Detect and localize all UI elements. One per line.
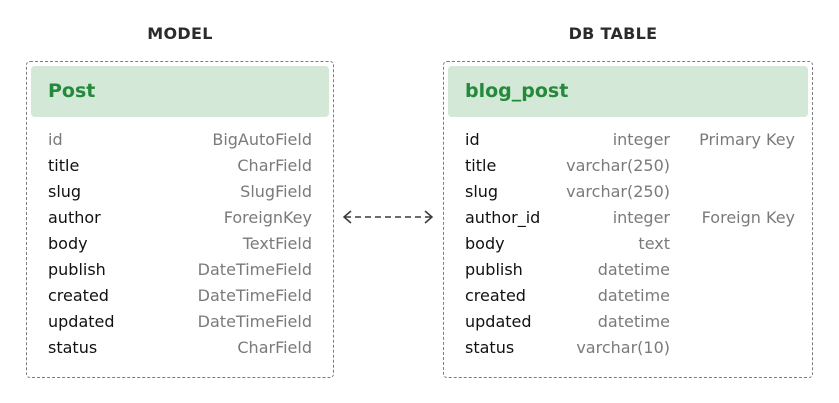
- db-column-row: slug varchar(250): [444, 182, 812, 208]
- model-field-row: status CharField: [27, 338, 333, 364]
- model-field-type: DateTimeField: [197, 312, 312, 331]
- db-column-row: publish datetime: [444, 260, 812, 286]
- db-column-name: id: [465, 130, 480, 149]
- db-column-name: body: [465, 234, 505, 253]
- db-table-header: blog_post: [448, 66, 808, 117]
- db-column-name: publish: [465, 260, 523, 279]
- db-column-key: Foreign Key: [701, 208, 795, 227]
- db-column-type: text: [638, 234, 670, 253]
- db-column-type: datetime: [597, 286, 670, 305]
- model-box: Post id BigAutoField title CharField slu…: [26, 61, 334, 378]
- model-field-row: publish DateTimeField: [27, 260, 333, 286]
- model-field-type: DateTimeField: [197, 260, 312, 279]
- model-field-row: slug SlugField: [27, 182, 333, 208]
- model-field-row: body TextField: [27, 234, 333, 260]
- model-field-type: CharField: [237, 156, 312, 175]
- model-caption: MODEL: [147, 24, 213, 43]
- db-table-title: blog_post: [465, 80, 569, 102]
- model-field-name: title: [48, 156, 80, 175]
- model-field-row: created DateTimeField: [27, 286, 333, 312]
- model-field-row: title CharField: [27, 156, 333, 182]
- db-column-row: updated datetime: [444, 312, 812, 338]
- model-field-name: body: [48, 234, 88, 253]
- db-column-type: integer: [612, 208, 670, 227]
- model-field-name: status: [48, 338, 98, 357]
- db-column-type: integer: [612, 130, 670, 149]
- db-column-name: status: [465, 338, 515, 357]
- model-field-row: updated DateTimeField: [27, 312, 333, 338]
- model-field-type: SlugField: [240, 182, 312, 201]
- model-title: Post: [48, 80, 96, 102]
- model-field-row: id BigAutoField: [27, 130, 333, 156]
- db-column-row: body text: [444, 234, 812, 260]
- model-field-type: TextField: [242, 234, 312, 253]
- db-column-row: status varchar(10): [444, 338, 812, 364]
- db-column-name: title: [465, 156, 497, 175]
- db-column-row: created datetime: [444, 286, 812, 312]
- db-table-box: blog_post id integer Primary Key title v…: [443, 61, 813, 378]
- db-column-type: varchar(10): [576, 338, 670, 357]
- model-header: Post: [31, 66, 329, 117]
- db-table-caption: DB TABLE: [568, 24, 658, 43]
- db-column-name: updated: [465, 312, 532, 331]
- model-field-row: author ForeignKey: [27, 208, 333, 234]
- db-column-name: slug: [465, 182, 499, 201]
- db-column-row: id integer Primary Key: [444, 130, 812, 156]
- model-field-name: id: [48, 130, 63, 149]
- model-field-name: publish: [48, 260, 106, 279]
- db-column-row: author_id integer Foreign Key: [444, 208, 812, 234]
- db-column-name: created: [465, 286, 526, 305]
- model-field-type: CharField: [237, 338, 312, 357]
- model-field-name: author: [48, 208, 101, 227]
- model-field-type: ForeignKey: [223, 208, 312, 227]
- db-column-type: datetime: [597, 312, 670, 331]
- db-column-name: author_id: [465, 208, 541, 227]
- db-column-key: Primary Key: [699, 130, 795, 149]
- db-column-type: varchar(250): [566, 156, 670, 175]
- model-field-type: BigAutoField: [212, 130, 312, 149]
- model-field-type: DateTimeField: [197, 286, 312, 305]
- model-field-name: updated: [48, 312, 115, 331]
- model-field-name: created: [48, 286, 109, 305]
- db-column-type: varchar(250): [566, 182, 670, 201]
- db-column-type: datetime: [597, 260, 670, 279]
- mapping-arrow-icon: [342, 210, 434, 224]
- db-column-row: title varchar(250): [444, 156, 812, 182]
- model-field-name: slug: [48, 182, 82, 201]
